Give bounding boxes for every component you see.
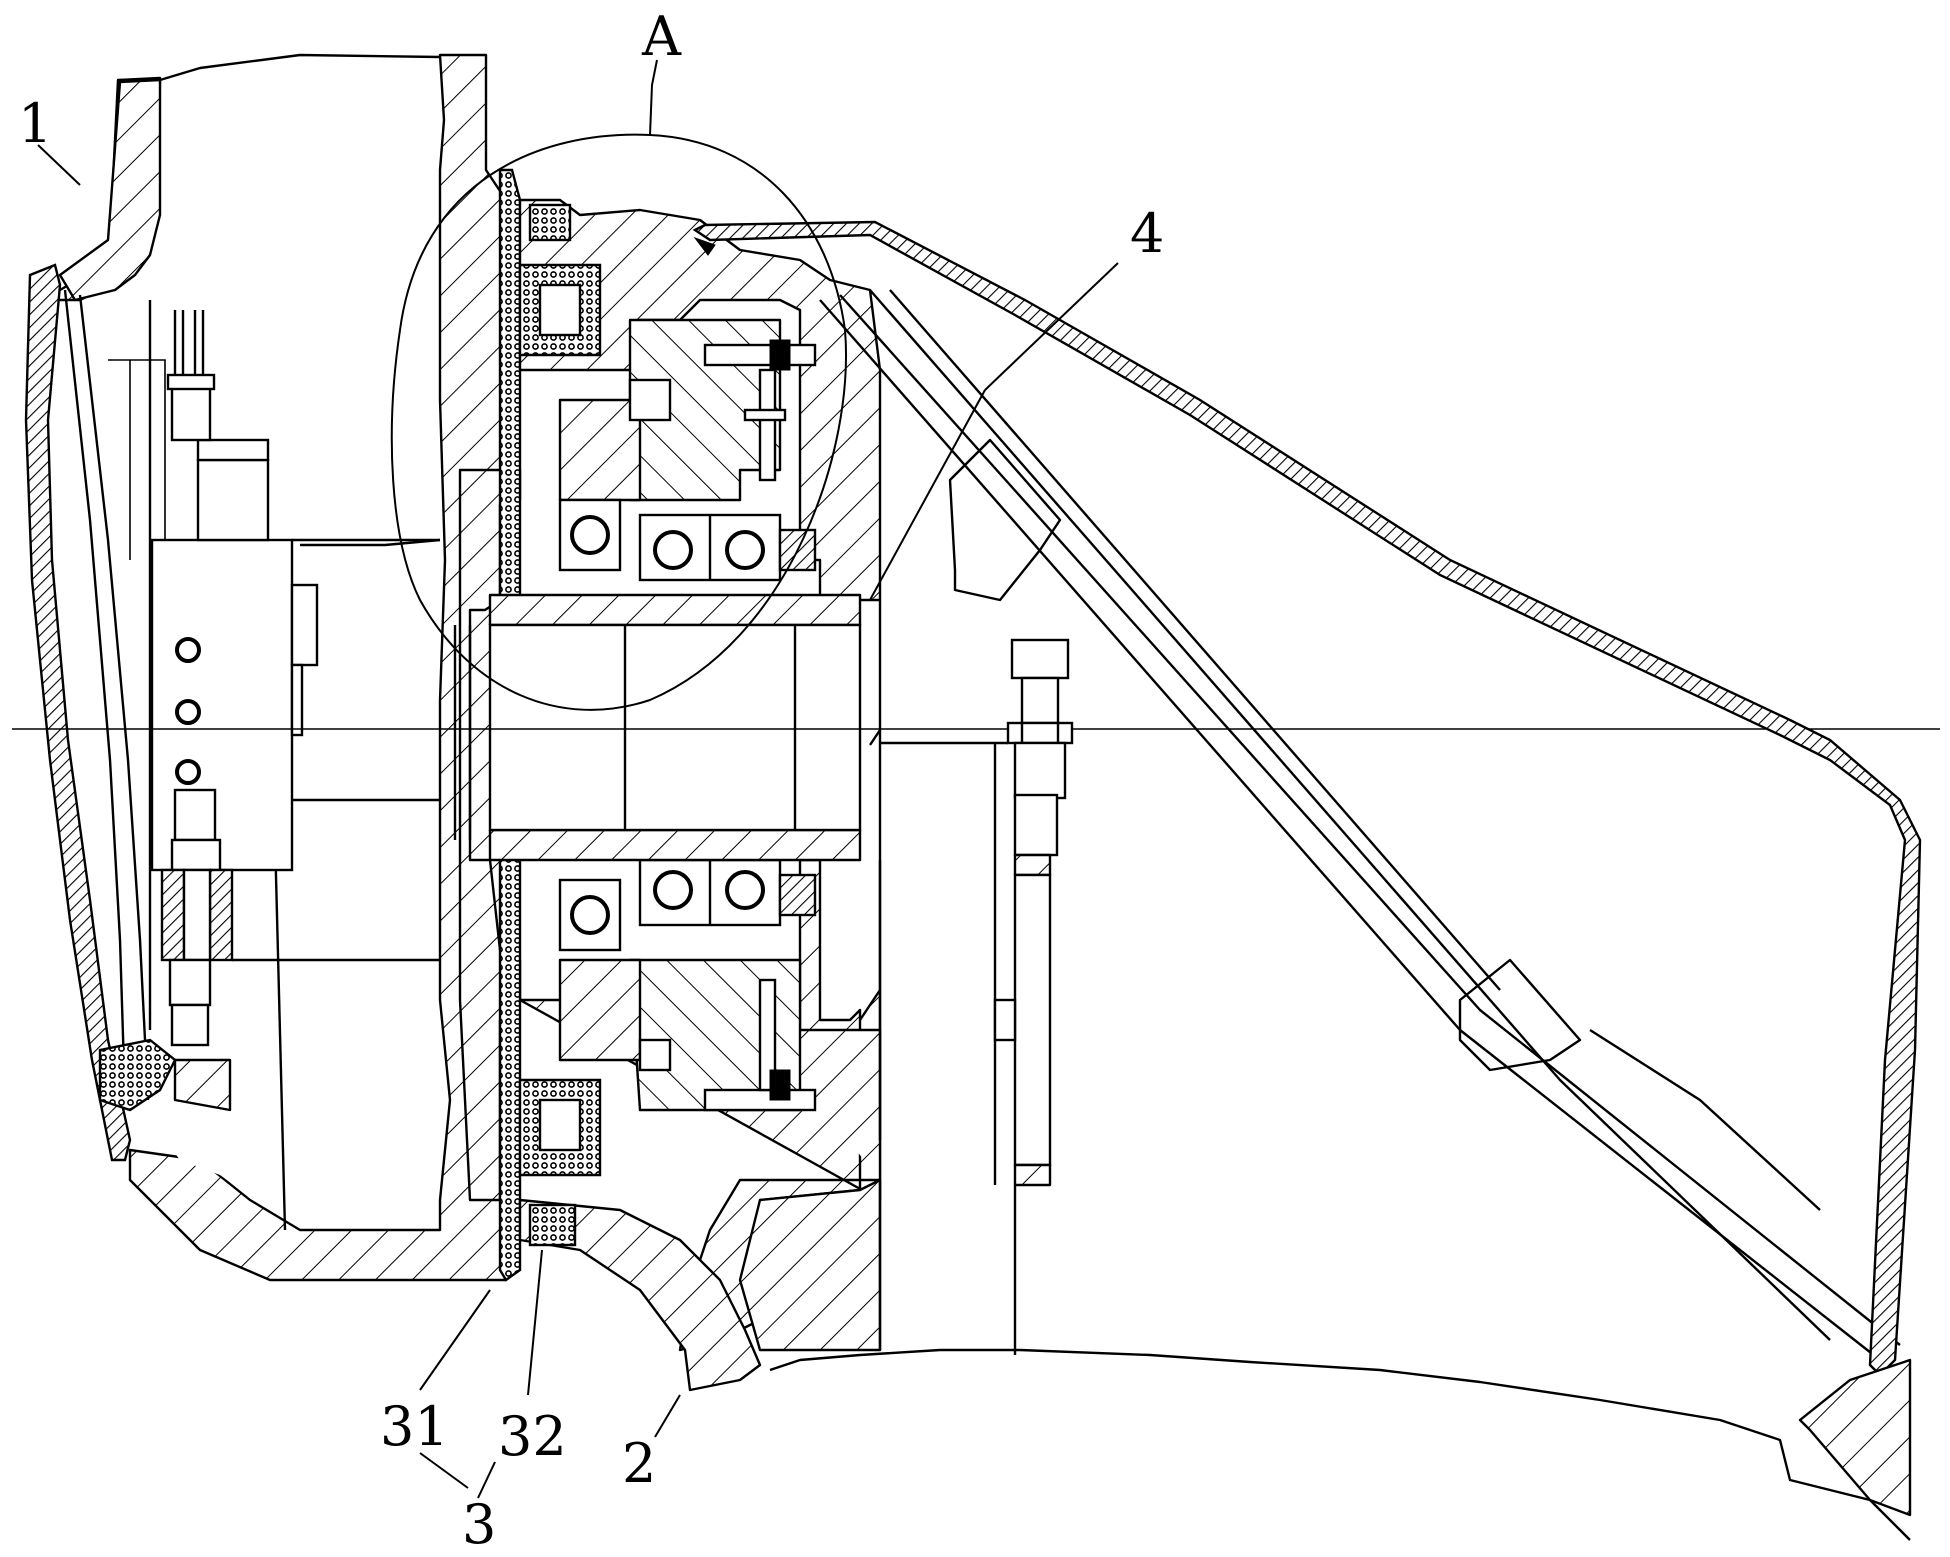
label-detail-A: A: [641, 5, 682, 68]
bearing-assembly: [558, 318, 817, 1112]
callouts: 1 4 31 32 3 2: [18, 92, 1164, 1556]
label-part-32: 32: [498, 1405, 567, 1468]
label-part-4: 4: [1130, 202, 1164, 265]
shaft: [453, 593, 882, 1140]
label-part-2: 2: [622, 1432, 656, 1495]
inclined-strut: [819, 289, 1901, 1361]
valve-block: [98, 310, 440, 1112]
stud-bolt: [880, 638, 1074, 1355]
label-part-31: 31: [380, 1395, 449, 1458]
label-part-1: 1: [18, 92, 52, 155]
base-support: [1798, 1358, 1912, 1517]
label-part-3: 3: [462, 1493, 496, 1556]
detail-circle-A: A: [390, 5, 847, 711]
